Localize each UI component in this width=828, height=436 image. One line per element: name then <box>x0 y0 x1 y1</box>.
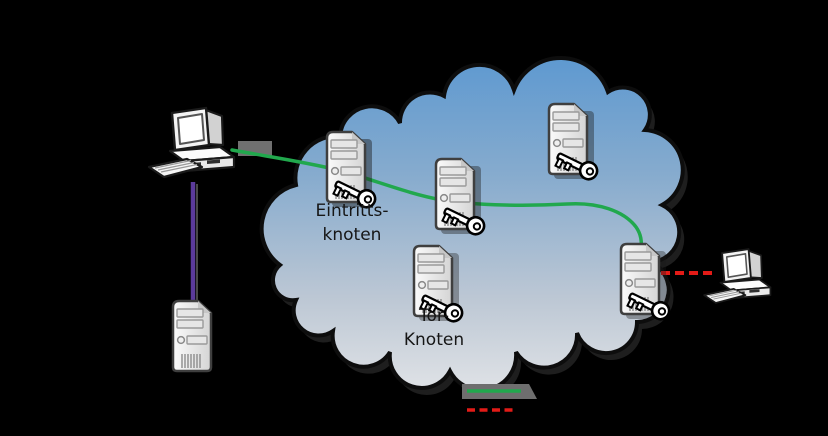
encrypted-connection-line <box>230 148 644 253</box>
desktop-computer-icon <box>147 106 236 179</box>
tor-relay-node-top <box>547 102 602 185</box>
destination-computer <box>703 248 772 304</box>
entry-node <box>325 130 380 213</box>
directory-server <box>171 299 213 373</box>
tor-node <box>412 244 467 327</box>
client-computer <box>147 106 236 179</box>
legend <box>462 384 537 412</box>
desktop-computer-icon <box>703 248 772 304</box>
server-tower-icon <box>171 299 213 373</box>
tor-relay-node-middle <box>434 157 489 240</box>
exit-node <box>619 242 674 325</box>
